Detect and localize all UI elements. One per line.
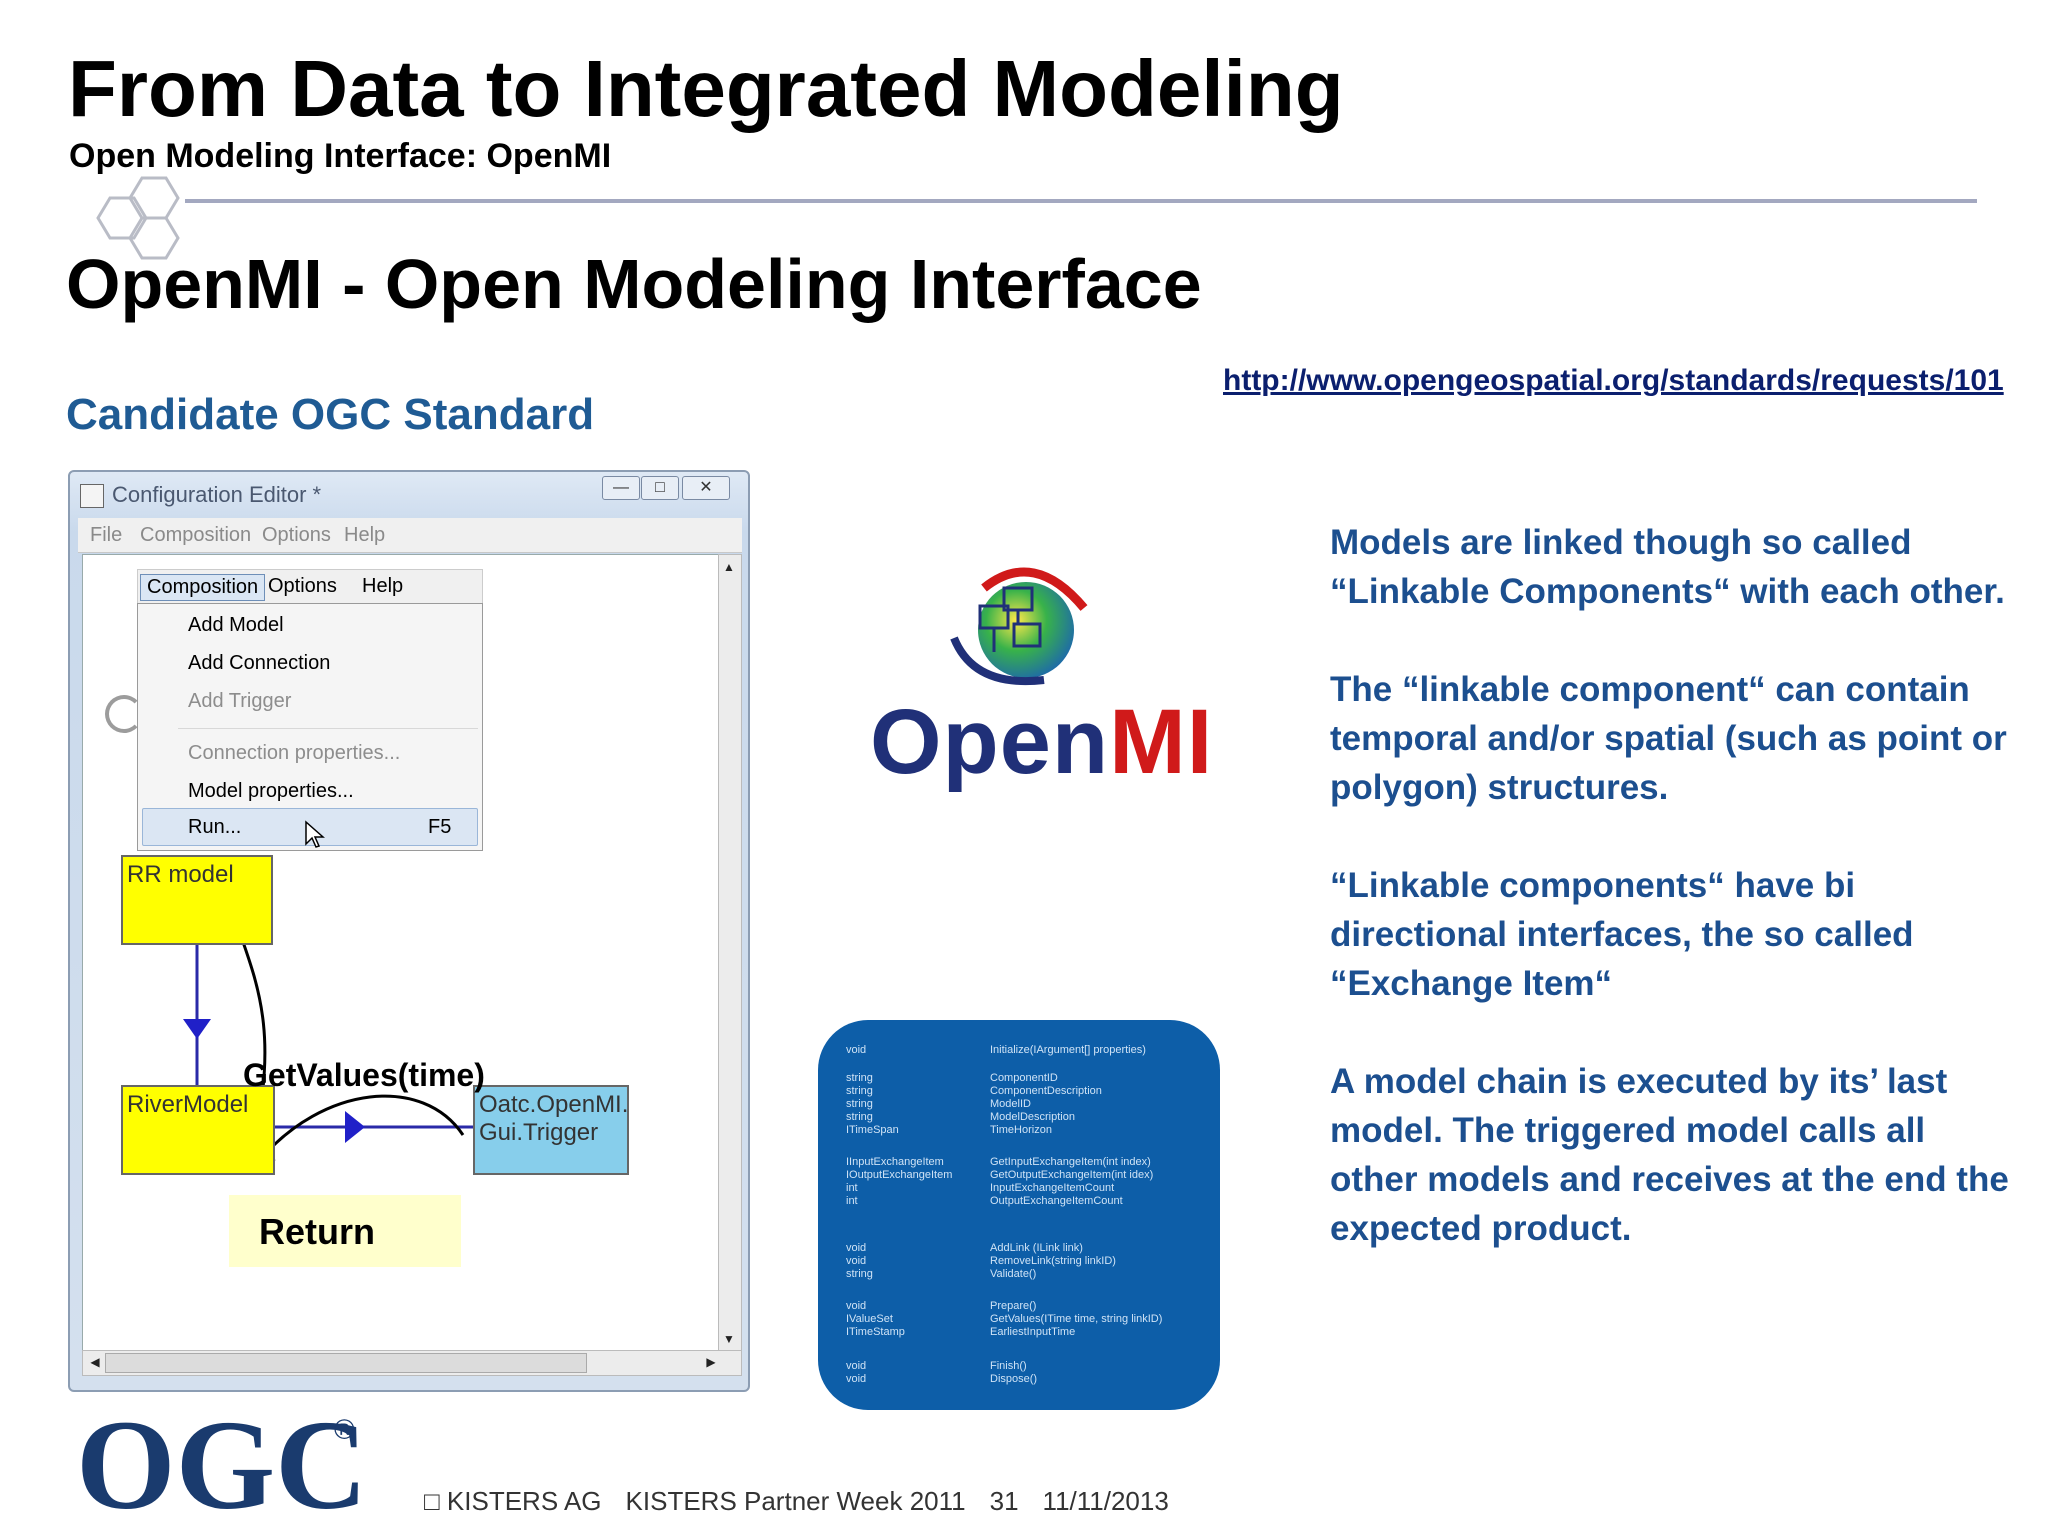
- ogc-logo: OGC: [76, 1394, 368, 1536]
- run-shortcut: F5: [428, 816, 452, 838]
- hexagon-decoration-icon: [96, 176, 180, 260]
- dropdown-menu-options[interactable]: Options: [268, 575, 337, 597]
- footer-event: KISTERS Partner Week 2011: [625, 1486, 966, 1516]
- composition-canvas[interactable]: Composition Options Help Add Model Add C…: [82, 554, 720, 1352]
- slide-subtitle: Open Modeling Interface: OpenMI: [69, 137, 612, 175]
- paragraph-model-chain: A model chain is executed by its’ last m…: [1330, 1062, 2009, 1248]
- window-menubar: File Composition Options Help: [78, 518, 742, 553]
- logo-open: Open: [870, 691, 1110, 793]
- menu-help[interactable]: Help: [344, 524, 386, 546]
- menu-item-model-properties[interactable]: Model properties...: [188, 780, 354, 802]
- menu-options[interactable]: Options: [262, 524, 331, 546]
- title-divider: [185, 199, 1977, 203]
- window-title: Configuration Editor *: [112, 482, 322, 507]
- explanation-text: Models are linked though so called “Link…: [1330, 518, 2020, 1302]
- dropdown-menu-composition[interactable]: Composition: [140, 574, 266, 601]
- ogc-request-link[interactable]: http://www.opengeospatial.org/standards/…: [1223, 364, 2004, 397]
- logo-mi: MI: [1109, 691, 1214, 793]
- menu-composition[interactable]: Composition: [140, 524, 252, 546]
- return-label: Return: [259, 1211, 375, 1252]
- menu-item-add-trigger[interactable]: Add Trigger: [188, 690, 292, 712]
- getvalues-label: GetValues(time): [243, 1057, 485, 1093]
- menu-item-add-model[interactable]: Add Model: [188, 614, 284, 636]
- scroll-down-icon[interactable]: ▼: [723, 1332, 735, 1346]
- dropdown-menu-help[interactable]: Help: [362, 575, 404, 597]
- configuration-editor-window: Configuration Editor * — □ ✕ File Compos…: [68, 470, 750, 1392]
- return-box: [229, 1195, 461, 1267]
- scroll-up-icon[interactable]: ▲: [723, 560, 735, 574]
- vertical-scrollbar[interactable]: ▲ ▼: [718, 554, 742, 1352]
- footer-page-number: 31: [989, 1486, 1019, 1516]
- slide-title: From Data to Integrated Modeling: [68, 44, 1344, 133]
- trigger-label-line1: Oatc.OpenMI.: [479, 1091, 629, 1118]
- section-heading: OpenMI - Open Modeling Interface: [66, 245, 1202, 323]
- minimize-button[interactable]: —: [602, 476, 640, 500]
- menu-item-connection-properties[interactable]: Connection properties...: [188, 742, 401, 764]
- menu-separator: [178, 728, 478, 729]
- mouse-cursor-icon: [305, 820, 325, 848]
- interface-definition-graphic: void Initialize(IArgument[] properties) …: [818, 1020, 1220, 1410]
- close-button[interactable]: ✕: [682, 476, 730, 500]
- slide-footer: □ KISTERS AG KISTERS Partner Week 2011 31 1…: [424, 1486, 1193, 1517]
- footer-company: □ KISTERS AG: [424, 1486, 602, 1516]
- app-icon: [80, 484, 104, 508]
- horizontal-scrollbar[interactable]: ◀ ▶: [82, 1350, 742, 1376]
- rr-model-node[interactable]: RR model: [121, 855, 273, 945]
- menu-file[interactable]: File: [90, 524, 123, 546]
- river-model-node[interactable]: RiverModel: [121, 1085, 275, 1175]
- paragraph-exchange-item: “Linkable components“ have bi directiona…: [1330, 866, 1914, 1003]
- registered-mark: ®: [334, 1414, 355, 1445]
- menu-item-add-connection[interactable]: Add Connection: [188, 652, 331, 674]
- paragraph-temporal-spatial: The “linkable component“ can contain tem…: [1330, 670, 2007, 807]
- scroll-right-icon[interactable]: ▶: [706, 1355, 716, 1369]
- openmi-globe-icon: [950, 567, 1088, 685]
- paragraph-linkable-components: Models are linked though so called “Link…: [1330, 523, 2005, 611]
- openmi-logo-text: OpenMI: [870, 690, 1213, 795]
- trigger-model-node[interactable]: Oatc.OpenMI. Gui.Trigger: [473, 1085, 629, 1175]
- trigger-label-line2: Gui.Trigger: [479, 1119, 599, 1146]
- composition-dropdown: Add Model Add Connection Add Trigger Con…: [137, 603, 483, 851]
- horizontal-scroll-thumb[interactable]: [105, 1353, 587, 1373]
- loading-circle-icon: [105, 695, 143, 733]
- scroll-left-icon[interactable]: ◀: [90, 1355, 100, 1369]
- candidate-standard-label: Candidate OGC Standard: [66, 390, 595, 439]
- maximize-button[interactable]: □: [641, 476, 679, 500]
- footer-date: 11/11/2013: [1042, 1486, 1169, 1516]
- dropdown-menubar: Composition Options Help: [137, 569, 483, 605]
- menu-item-run[interactable]: Run...: [188, 816, 242, 838]
